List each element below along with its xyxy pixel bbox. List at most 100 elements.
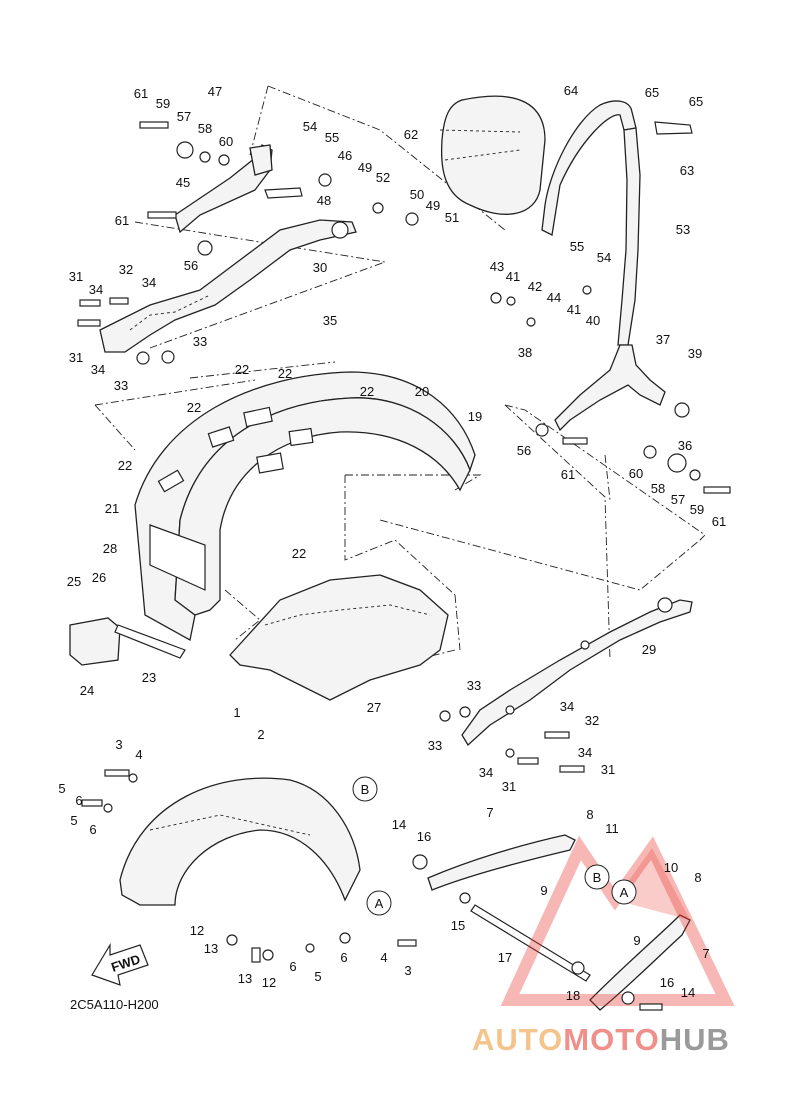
callout-37-1: 37 [656,332,670,347]
callout-52-1: 52 [376,170,390,185]
callout-34-3: 34 [91,362,105,377]
callout-34-5: 34 [578,745,592,760]
callout-44-1: 44 [547,290,561,305]
callout-28-1: 28 [103,541,117,556]
callout-4-1: 4 [135,747,142,762]
callout-9-1: 9 [540,883,547,898]
ref-a-right: A [620,885,629,900]
callout-55-1: 55 [570,239,584,254]
callout-47-1: 47 [208,84,222,99]
callout-51-1: 51 [445,210,459,225]
callout-32-2: 32 [585,713,599,728]
callout-22-4: 22 [187,400,201,415]
callout-17-1: 17 [498,950,512,965]
callout-10-1: 10 [664,860,678,875]
watermark-triangle [500,835,735,1006]
ref-a-left: A [375,896,384,911]
rear-fender [134,371,476,642]
callout-57-1: 57 [177,109,191,124]
side-plate-left [99,219,357,353]
callout-59-2: 59 [156,96,170,111]
callout-57-2: 57 [671,492,685,507]
callout-33-4: 33 [428,738,442,753]
ref-b-right: B [593,870,602,885]
callout-13-1: 13 [204,941,218,956]
callout-31-1: 31 [69,269,83,284]
callout-34-6: 34 [479,765,493,780]
callout-58-2: 58 [651,481,665,496]
callout-33-1: 33 [193,334,207,349]
callout-58-1: 58 [198,121,212,136]
callout-24-1: 24 [80,683,94,698]
callout-5-3: 5 [314,969,321,984]
callout-60-1: 60 [219,134,233,149]
callout-39-1: 39 [688,346,702,361]
callout-63-1: 63 [680,163,694,178]
callout-50-1: 50 [410,187,424,202]
callout-31-4: 31 [502,779,516,794]
callout-59-3: 59 [690,502,704,517]
callout-7-2: 7 [702,946,709,961]
callout-54-1: 54 [597,250,611,265]
callout-22-2: 22 [278,366,292,381]
watermark-moto: MOTO [563,1022,660,1057]
fender-inner-liner [229,574,449,701]
callout-61-3: 61 [561,467,575,482]
callout-3-2: 3 [404,963,411,978]
upper-left-stay [174,144,303,234]
callout-46-1: 46 [338,148,352,163]
callout-19-1: 19 [468,409,482,424]
callout-22-5: 22 [118,458,132,473]
axle [470,904,591,982]
callout-7-1: 7 [486,805,493,820]
callout-1-1: 1 [233,705,240,720]
callout-32-1: 32 [119,262,133,277]
callout-40-1: 40 [586,313,600,328]
backrest-pad [439,95,546,215]
callout-41-2: 41 [567,302,581,317]
callout-20-1: 20 [415,384,429,399]
callout-53-1: 53 [676,222,690,237]
callout-5-2: 5 [70,813,77,828]
callout-6-3: 6 [289,959,296,974]
callout-45-1: 45 [176,175,190,190]
callout-49-2: 49 [426,198,440,213]
callout-8-2: 8 [694,870,701,885]
callout-64-1: 64 [564,83,578,98]
grab-bar [427,834,691,1011]
front-fender [119,777,361,906]
callout-6-4: 6 [340,950,347,965]
callout-29-1: 29 [642,642,656,657]
callout-34-2: 34 [142,275,156,290]
sissy-bar [541,100,693,346]
callout-61-1: 61 [134,86,148,101]
diagram-code: 2C5A110-H200 [70,997,159,1012]
callout-38-1: 38 [518,345,532,360]
callout-22-3: 22 [360,384,374,399]
callout-12-2: 12 [262,975,276,990]
callout-41-1: 41 [506,269,520,284]
callout-65-2: 65 [689,94,703,109]
watermark-text: AUTOMOTOHUB [472,1022,730,1058]
callout-60-2: 60 [629,466,643,481]
callout-4-2: 4 [380,950,387,965]
fwd-arrow [91,942,149,986]
callout-22-1: 22 [235,362,249,377]
callout-33-2: 33 [114,378,128,393]
callout-23-1: 23 [142,670,156,685]
callout-36-1: 36 [678,438,692,453]
callout-5-1: 5 [58,781,65,796]
callout-13-2: 13 [238,971,252,986]
callout-61-4: 61 [712,514,726,529]
callout-14-2: 14 [681,985,695,1000]
callout-25-1: 25 [67,574,81,589]
fasteners [77,121,731,1011]
callout-9-2: 9 [633,933,640,948]
callout-8-1: 8 [586,807,593,822]
callout-56-1: 56 [184,258,198,273]
callout-31-3: 31 [601,762,615,777]
side-plate-right [461,597,693,747]
callout-3-1: 3 [115,737,122,752]
